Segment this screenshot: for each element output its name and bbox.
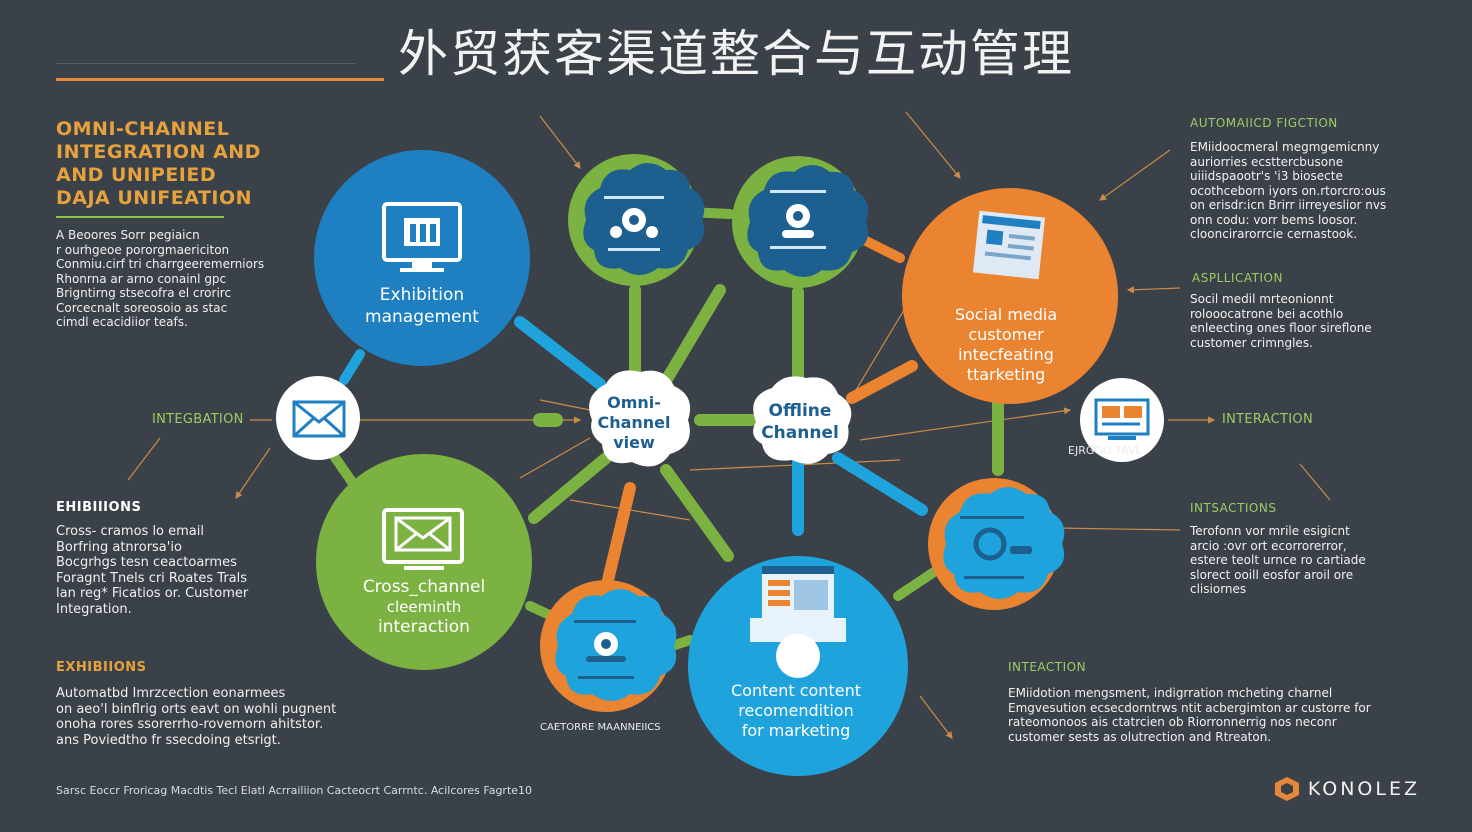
application-body: Socil medil mrteonionnt rolooocatrone be… — [1190, 292, 1372, 350]
intsactions-body: Terofonn vor mrile esigicnt arcio :ovr o… — [1190, 524, 1366, 596]
interaction-body: EMiidotion mengsment, indigrration mchet… — [1008, 686, 1371, 744]
arrow-offline-social — [846, 360, 918, 404]
integration-label: INTEGBATION — [152, 412, 244, 427]
brand-logo: KONOLEZ — [1274, 776, 1420, 802]
arrow-mail-cross — [329, 451, 357, 487]
interaction-heading: INTEACTION — [1008, 660, 1087, 674]
arrow-omni-content — [660, 464, 734, 562]
cross-channel-node[interactable]: Cross_channel cleeminth interaction — [316, 454, 532, 670]
offline-label-line2: Channel — [761, 423, 839, 443]
cloud-node-orange-right[interactable] — [928, 478, 1065, 610]
exhibitions-body-2: Automatbd Imrzcection eonarmees on aeo'l… — [56, 686, 337, 748]
laptop-icon — [750, 566, 846, 678]
arrow-exhibition-omni — [514, 316, 606, 390]
arrow-omni-orange-cloud — [602, 482, 636, 586]
content-label-line1: Content content — [731, 681, 861, 700]
omni-channel-view-node[interactable]: Omni- Channel view — [589, 370, 691, 467]
social-label-line4: ttarketing — [967, 365, 1045, 384]
social-label-line3: intecfeating — [958, 345, 1054, 364]
cross-label-line3: interaction — [378, 617, 470, 637]
arrow-cloud-social — [859, 235, 905, 263]
browser-window-icon — [972, 210, 1046, 280]
application-heading: ASPLLICATION — [1192, 271, 1283, 285]
cloud-node-orange-bottom[interactable] — [540, 580, 677, 712]
customer-label: CAETORRE MAANNEIICS — [540, 722, 661, 733]
omni-label-line1: Omni- — [607, 393, 661, 412]
automated-body: EMiidoocmeral megmgemicnny auriorries ec… — [1190, 140, 1387, 241]
omni-label-line2: Channel — [597, 413, 670, 432]
headset-icon — [973, 527, 1032, 561]
footer-source-note: Sarsc Eoccr Froricag Macdtis Tecl Elatl … — [56, 784, 533, 797]
email-monitor-icon — [382, 508, 464, 570]
cloud-node-blue[interactable] — [732, 156, 869, 288]
arrow-offline-cloud — [832, 452, 928, 516]
omni-label-line3: view — [613, 433, 655, 452]
title-underline — [56, 78, 384, 81]
arrow-cross-omni — [528, 452, 612, 524]
content-label-line2: recomendition — [738, 701, 853, 720]
social-label-line1: Social media — [955, 305, 1057, 324]
exhibitions-heading-2: EXHIBIIONS — [56, 660, 147, 675]
social-label-line2: customer — [968, 325, 1044, 344]
omni-channel-body: A Beoores Sorr pegiaicn r ourhgeoe poror… — [56, 228, 265, 329]
exhibition-management-node[interactable]: Exhibition management — [314, 150, 530, 366]
mail-node[interactable] — [276, 376, 360, 460]
people-icon — [610, 208, 658, 238]
exhibitions-heading-1: EHIBIIIONS — [56, 500, 142, 515]
brand-name: KONOLEZ — [1307, 778, 1420, 800]
social-media-node[interactable]: Social media customer intecfeating ttark… — [902, 188, 1118, 404]
connector-arrows — [329, 207, 1004, 655]
intsactions-heading: INTSACTIONS — [1190, 501, 1277, 515]
exhibition-label-line1: Exhibition — [380, 285, 464, 305]
cloud-node-green[interactable] — [568, 154, 705, 286]
right-small-node-label: EJRGGO TAVL — [1068, 444, 1142, 457]
monitor-icon — [382, 202, 462, 272]
omni-heading-rule — [56, 216, 224, 218]
brand-mark-icon — [1274, 777, 1299, 801]
page-title: 外贸获客渠道整合与互动管理 — [398, 25, 1074, 83]
arrow-blue-omni — [658, 284, 726, 390]
omni-channel-heading: OMNI-CHANNEL INTEGRATION AND AND UNIPEIE… — [56, 118, 261, 209]
person-icon — [782, 204, 814, 238]
offline-label-line1: Offline — [769, 401, 832, 421]
right-small-node[interactable] — [1080, 378, 1164, 462]
arrow-mail-exhibition — [339, 349, 365, 385]
content-recommendation-node[interactable]: Content content recomendition for market… — [688, 556, 908, 776]
exhibition-label-line2: management — [365, 307, 479, 327]
automated-heading: AUTOMAIICD FIGCTION — [1190, 116, 1338, 130]
chat-window-icon — [1094, 398, 1150, 440]
content-label-line3: for marketing — [742, 721, 851, 740]
group-icon — [586, 632, 626, 662]
exhibitions-body-1: Cross- cramos lo email Borfring atnrorsa… — [56, 524, 249, 617]
offline-channel-node[interactable]: Offline Channel — [753, 376, 852, 464]
title-divider — [56, 63, 356, 64]
cross-label-line2: cleeminth — [387, 598, 462, 616]
envelope-icon — [292, 400, 346, 438]
cross-label-line1: Cross_channel — [363, 577, 485, 597]
arrow-content-cloud — [893, 567, 939, 601]
interaction-label-right: INTERACTION — [1222, 412, 1313, 427]
